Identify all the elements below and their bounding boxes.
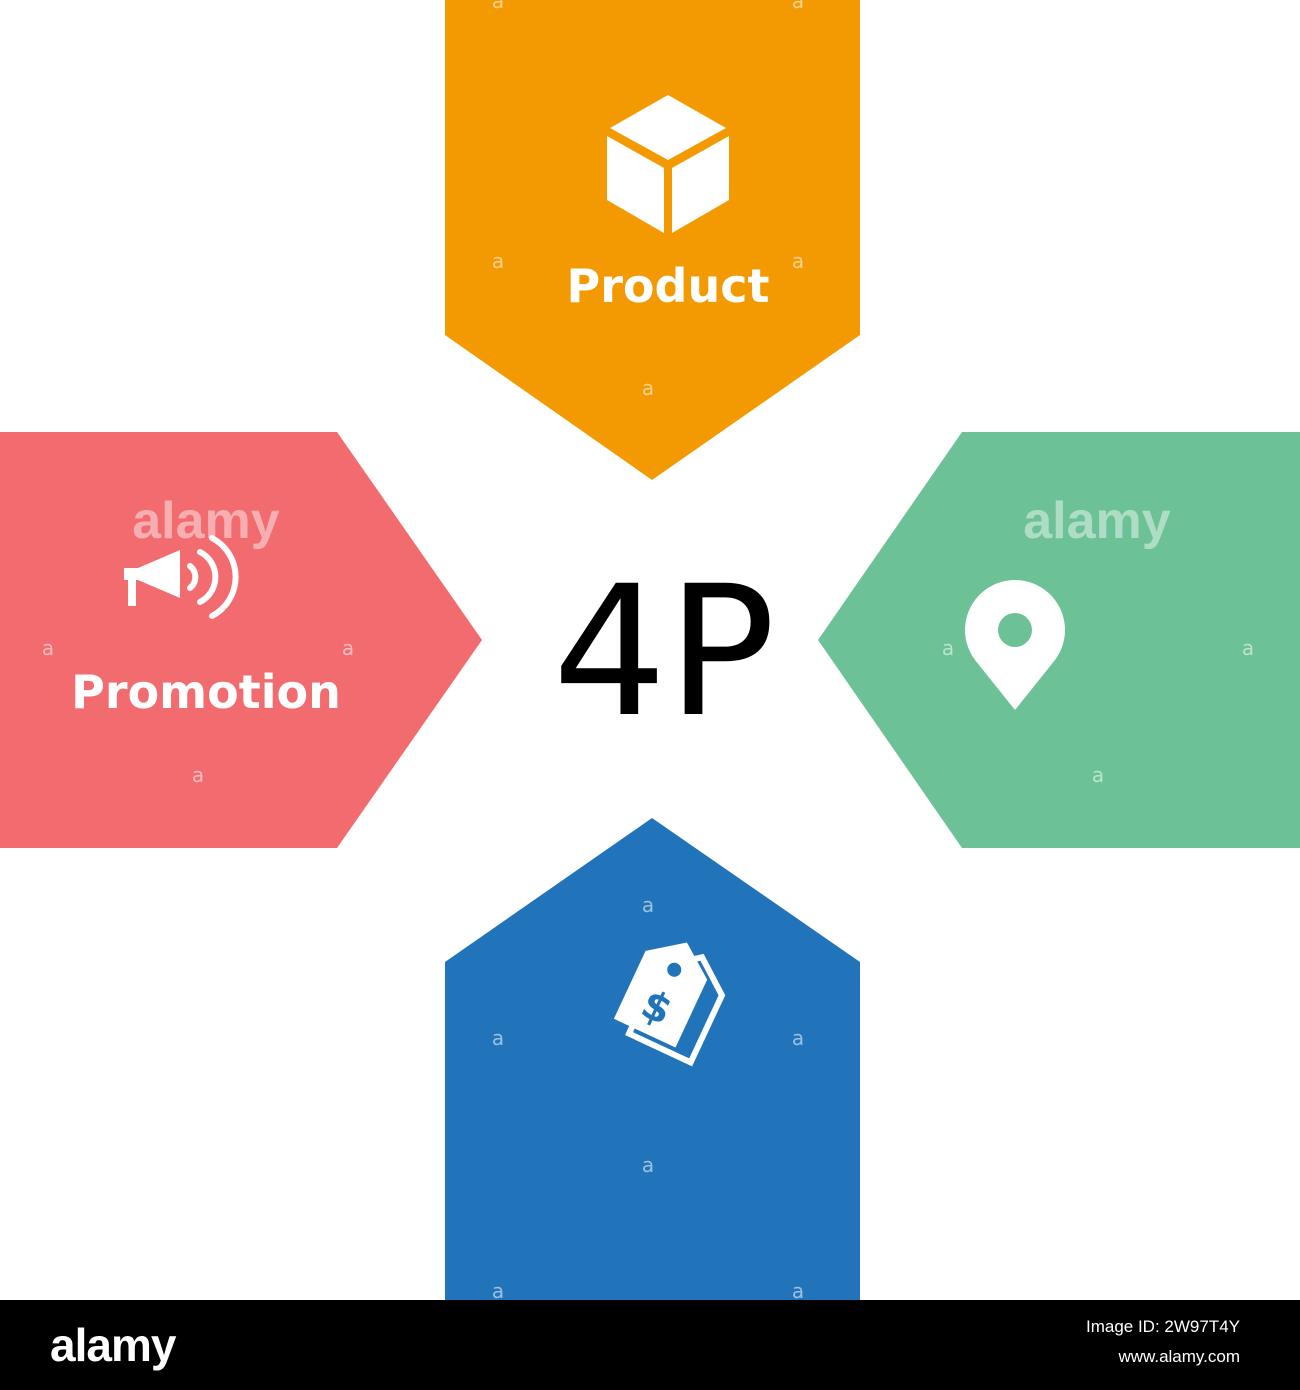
place-block (818, 432, 1300, 848)
product-shape (445, 0, 860, 480)
watermark-mark: a (192, 763, 204, 787)
watermark-mark: a (492, 0, 504, 13)
megaphone-icon (124, 535, 239, 619)
promotion-shape (0, 432, 482, 848)
4p-diagram: Product $ Pro (0, 0, 1300, 1300)
watermark-mark: a (642, 376, 654, 400)
image-info: Image ID: 2W97T4Y www.alamy.com (1086, 1312, 1240, 1372)
watermark-mark: a (942, 636, 954, 660)
watermark-mark: a (642, 1153, 654, 1177)
center-label: 4P (552, 548, 775, 757)
watermark-mark: a (792, 0, 804, 13)
watermark-mark: a (792, 1279, 804, 1300)
footer-bar: alamy Image ID: 2W97T4Y www.alamy.com (0, 1300, 1300, 1390)
watermark-mark: a (642, 893, 654, 917)
promotion-label: Promotion (71, 665, 341, 719)
image-id: Image ID: 2W97T4Y (1085, 1317, 1240, 1336)
watermark-group: alamy alamy a a a a a a a a a a a a a a … (42, 0, 1254, 1300)
watermark-mark: a (42, 636, 54, 660)
watermark-mark: a (492, 1026, 504, 1050)
price-shape (445, 818, 860, 1300)
watermark-mark: a (342, 636, 354, 660)
watermark-mark: a (1092, 763, 1104, 787)
box-icon (607, 95, 729, 233)
site-url: www.alamy.com (1118, 1347, 1240, 1366)
watermark-mark: a (792, 249, 804, 273)
watermark-mark: a (792, 1026, 804, 1050)
watermark: alamy (1023, 492, 1171, 550)
location-pin-icon (965, 579, 1065, 710)
alamy-logo: alamy (50, 1319, 176, 1371)
price-block: $ (445, 818, 860, 1300)
price-tag-icon: $ (613, 942, 726, 1067)
watermark: alamy (132, 492, 280, 550)
product-block: Product (445, 0, 860, 480)
watermark-mark: a (1242, 636, 1254, 660)
watermark-mark: a (492, 249, 504, 273)
product-label: Product (567, 259, 770, 313)
promotion-block: Promotion (0, 432, 482, 848)
watermark-mark: a (492, 1279, 504, 1300)
